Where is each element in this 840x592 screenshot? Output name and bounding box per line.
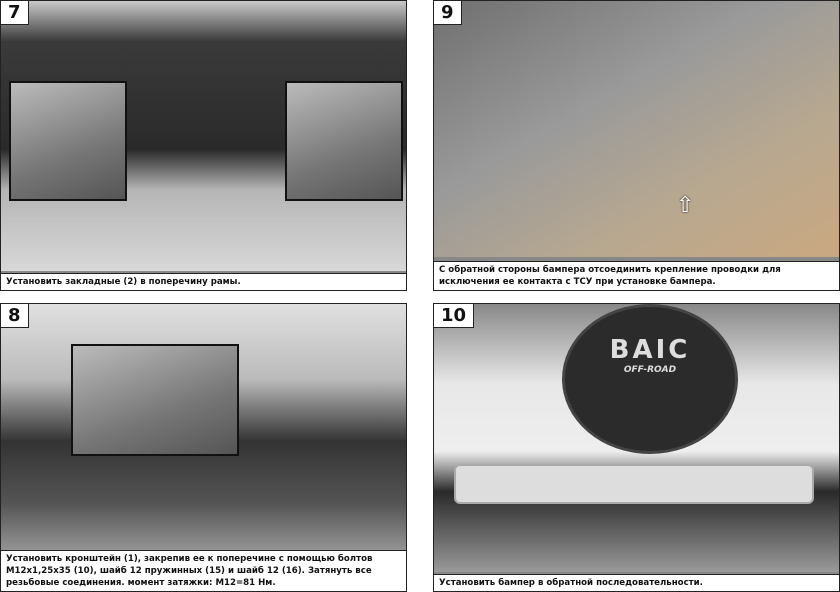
arrow-up-icon: ⇧	[676, 193, 695, 218]
brand-sublogo: OFF-ROAD	[623, 365, 677, 375]
brand-logo: BAIC	[609, 335, 691, 365]
step-caption: Установить кронштейн (1), закрепив ее к …	[1, 550, 406, 591]
spare-tire-cover: BAIC OFF-ROAD	[562, 304, 738, 454]
step-number: 9	[434, 1, 462, 25]
step-caption: Установить бампер в обратной последовате…	[434, 574, 839, 591]
step-number: 7	[1, 1, 29, 25]
step-7-panel: 7 Установить закладные (2) в поперечину …	[0, 0, 407, 291]
step-9-photo	[434, 1, 839, 257]
rear-bumper	[454, 464, 814, 504]
step-caption: С обратной стороны бампера отсоединить к…	[434, 261, 839, 290]
inset-photo-left	[9, 81, 127, 201]
inset-photo	[71, 344, 239, 456]
step-8-panel: 8 Установить кронштейн (1), закрепив ее …	[0, 303, 407, 592]
step-caption: Установить закладные (2) в поперечину ра…	[1, 273, 406, 290]
step-10-panel: BAIC OFF-ROAD 10 Установить бампер в обр…	[433, 303, 840, 592]
inset-photo-right	[285, 81, 403, 201]
step-9-panel: ⇧ 9 С обратной стороны бампера отсоедини…	[433, 0, 840, 291]
step-number: 8	[1, 304, 29, 328]
step-number: 10	[434, 304, 475, 328]
